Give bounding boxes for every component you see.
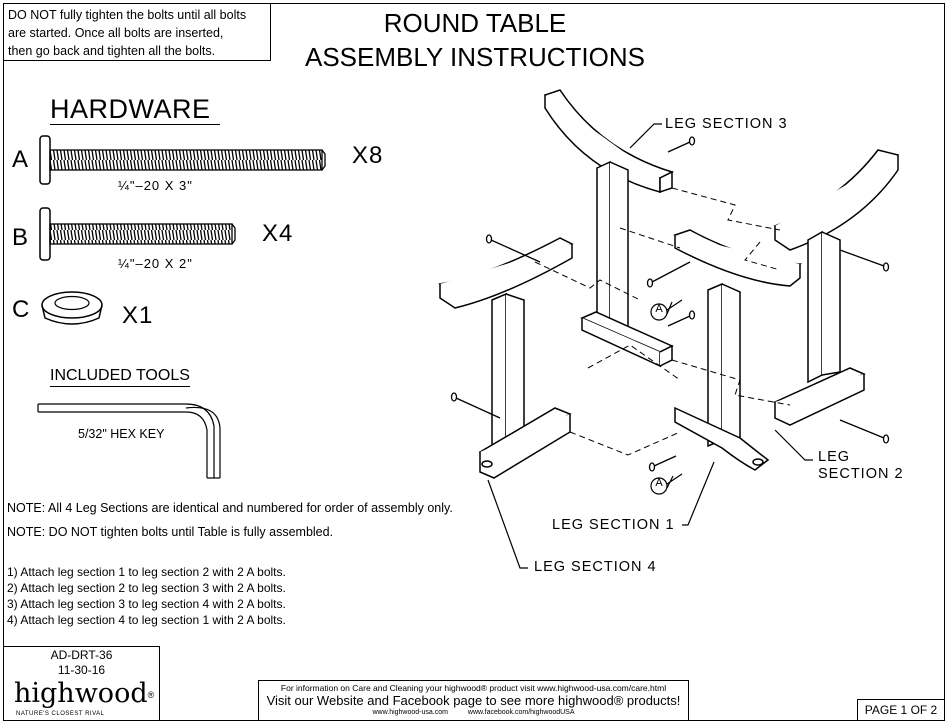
callout-circles (650, 299, 683, 495)
leg-section-4-label: LEG SECTION 4 (534, 559, 657, 575)
info-box: For information on Care and Cleaning you… (258, 680, 689, 721)
hardware-qty-b: X4 (262, 220, 294, 247)
warning-line: DO NOT fully tighten the bolts until all… (8, 8, 247, 22)
brand-tagline: NATURE'S CLOSEST RIVAL (16, 711, 105, 717)
leg-section-4-part (438, 237, 574, 479)
bolt-a-icon (39, 135, 326, 185)
warning-line: then go back and tighten all the bolts. (8, 44, 216, 58)
spec-size: "–20 X 2" (129, 256, 193, 271)
note-do-not-tighten: NOTE: DO NOT tighten bolts until Table i… (7, 525, 334, 539)
bolt-placement-icons (450, 136, 890, 472)
hardware-letter-c: C (12, 296, 30, 323)
warning-line: are started. Once all bolts are inserted… (8, 26, 224, 40)
hardware-qty-a: X8 (352, 142, 384, 169)
hardware-heading: HARDWARE (50, 94, 211, 124)
hardware-letter-a: A (12, 146, 29, 173)
step-2: 2) Attach leg section 2 to leg section 3… (7, 581, 286, 595)
hex-key-label: 5/32" HEX KEY (78, 427, 165, 441)
step-3: 3) Attach leg section 3 to leg section 4… (7, 597, 286, 611)
title-line-2: ASSEMBLY INSTRUCTIONS (305, 42, 645, 72)
callout-a-label: A (655, 477, 663, 489)
note-identical-sections: NOTE: All 4 Leg Sections are identical a… (7, 501, 453, 515)
brand-name: highwood (14, 678, 148, 709)
registered-mark: ® (147, 690, 155, 700)
document-code-box: AD-DRT-36 11-30-16 (3, 646, 160, 721)
included-tools-heading: INCLUDED TOOLS (50, 367, 190, 387)
cap-washer-icon (41, 291, 103, 325)
care-info-line: For information on Care and Cleaning you… (280, 683, 667, 693)
document-date: 11-30-16 (57, 663, 106, 677)
bolt-b-spec: ¼"–20 X 2" (118, 256, 193, 271)
hardware-underline (50, 124, 220, 125)
highwood-logo: highwood® (14, 680, 154, 707)
assembly-guide-lines (534, 187, 791, 456)
leg-section-2-label-line2: SECTION 2 (818, 466, 904, 482)
links-line: www.highwood-usa.com www.facebook.com/hi… (259, 709, 688, 716)
spec-fraction: ¼ (118, 256, 130, 271)
hardware-qty-c: X1 (122, 302, 154, 329)
step-4: 4) Attach leg section 4 to leg section 1… (7, 613, 286, 627)
callout-a-label: A (655, 303, 663, 315)
hex-key-icon (37, 403, 221, 479)
step-1: 1) Attach leg section 1 to leg section 2… (7, 565, 286, 579)
leg-section-1-part (673, 229, 802, 471)
bolt-b-icon (39, 207, 236, 261)
website-promo-line: Visit our Website and Facebook page to s… (266, 693, 681, 708)
tightening-warning-box: DO NOT fully tighten the bolts until all… (3, 3, 271, 61)
bolt-a-spec: ¼"–20 X 3" (118, 178, 193, 193)
spec-fraction: ¼ (118, 178, 130, 193)
leg-section-3-label: LEG SECTION 3 (665, 116, 788, 132)
leg-section-2-part (773, 149, 900, 426)
website-link[interactable]: www.highwood-usa.com (372, 709, 448, 716)
facebook-link[interactable]: www.facebook.com/highwoodUSA (467, 709, 575, 716)
leg-section-3-part (543, 89, 675, 368)
leg-section-2-label-line1: LEG (818, 449, 851, 465)
title-line-1: ROUND TABLE (383, 8, 567, 38)
leg-section-1-label: LEG SECTION 1 (552, 517, 675, 533)
spec-size: "–20 X 3" (129, 178, 193, 193)
document-code: AD-DRT-36 (50, 648, 113, 662)
page-number: PAGE 1 OF 2 (857, 699, 945, 721)
hardware-letter-b: B (12, 224, 29, 251)
leader-lines (487, 123, 813, 569)
